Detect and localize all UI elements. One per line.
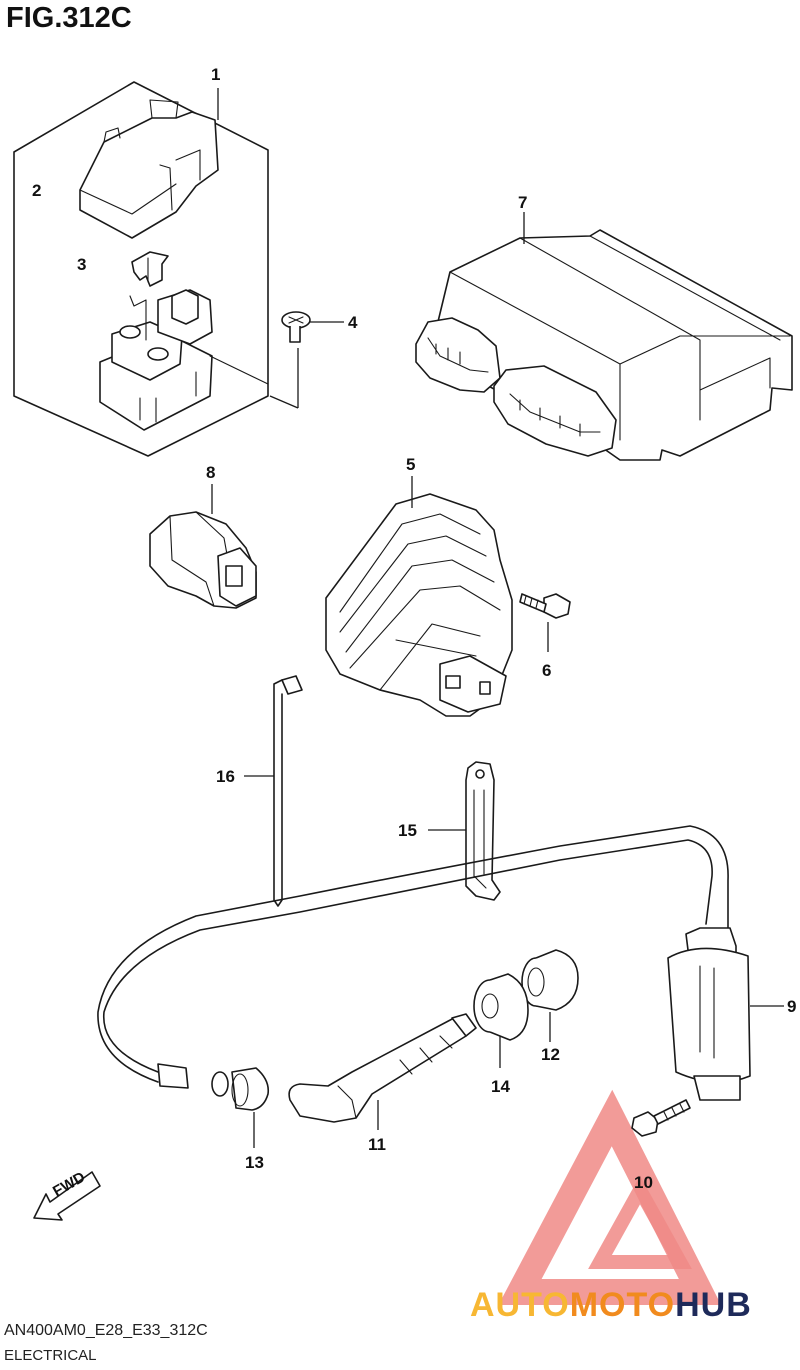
callout-3: 3: [77, 255, 87, 274]
callout-13: 13: [245, 1153, 264, 1172]
callout-10: 10: [634, 1173, 653, 1192]
fwd-arrow-icon: [33, 1171, 101, 1221]
callout-11: 11: [368, 1135, 386, 1154]
relay-base-part: [99, 289, 269, 431]
bolt-part: [519, 593, 571, 652]
plug-cap-part: [288, 1013, 477, 1130]
cap-part: [521, 949, 579, 1042]
callout-14: 14: [491, 1077, 510, 1096]
tie-strap-part: [244, 675, 303, 907]
callout-9: 9: [787, 997, 797, 1016]
callout-16: 16: [216, 767, 235, 786]
callout-15: 15: [398, 821, 417, 840]
watermark-moto: MOTO: [569, 1286, 676, 1324]
callout-4: 4: [348, 313, 358, 332]
grommet-part: [473, 973, 529, 1068]
watermark-text: AUTOMOTOHUB: [470, 1286, 752, 1325]
callout-6: 6: [542, 661, 552, 680]
screw-part: [269, 311, 344, 409]
connector-part: [149, 484, 257, 609]
hose-holder-part: [428, 761, 501, 901]
fuse-part: [131, 251, 169, 287]
ignition-coil-part: [97, 825, 784, 1101]
relay-assembly-box: [13, 81, 269, 457]
coil-bolt-part: [631, 1099, 691, 1137]
watermark-auto: AUTO: [470, 1286, 570, 1324]
callout-5: 5: [406, 455, 416, 474]
regulator-part: [325, 476, 513, 717]
relay-cover-part: [79, 99, 219, 239]
figure-title: FIG.312C: [6, 2, 132, 34]
watermark-hub: HUB: [675, 1286, 752, 1324]
ecm-part: [415, 212, 793, 461]
callout-2: 2: [32, 181, 42, 200]
figure-code: AN400AM0_E28_E33_312C: [4, 1322, 208, 1339]
figure-description: ELECTRICAL: [4, 1347, 97, 1364]
callout-12: 12: [541, 1045, 560, 1064]
callout-1: 1: [211, 65, 221, 84]
callout-7: 7: [518, 193, 528, 212]
callout-8: 8: [206, 463, 216, 482]
seal-part: [157, 1063, 270, 1148]
